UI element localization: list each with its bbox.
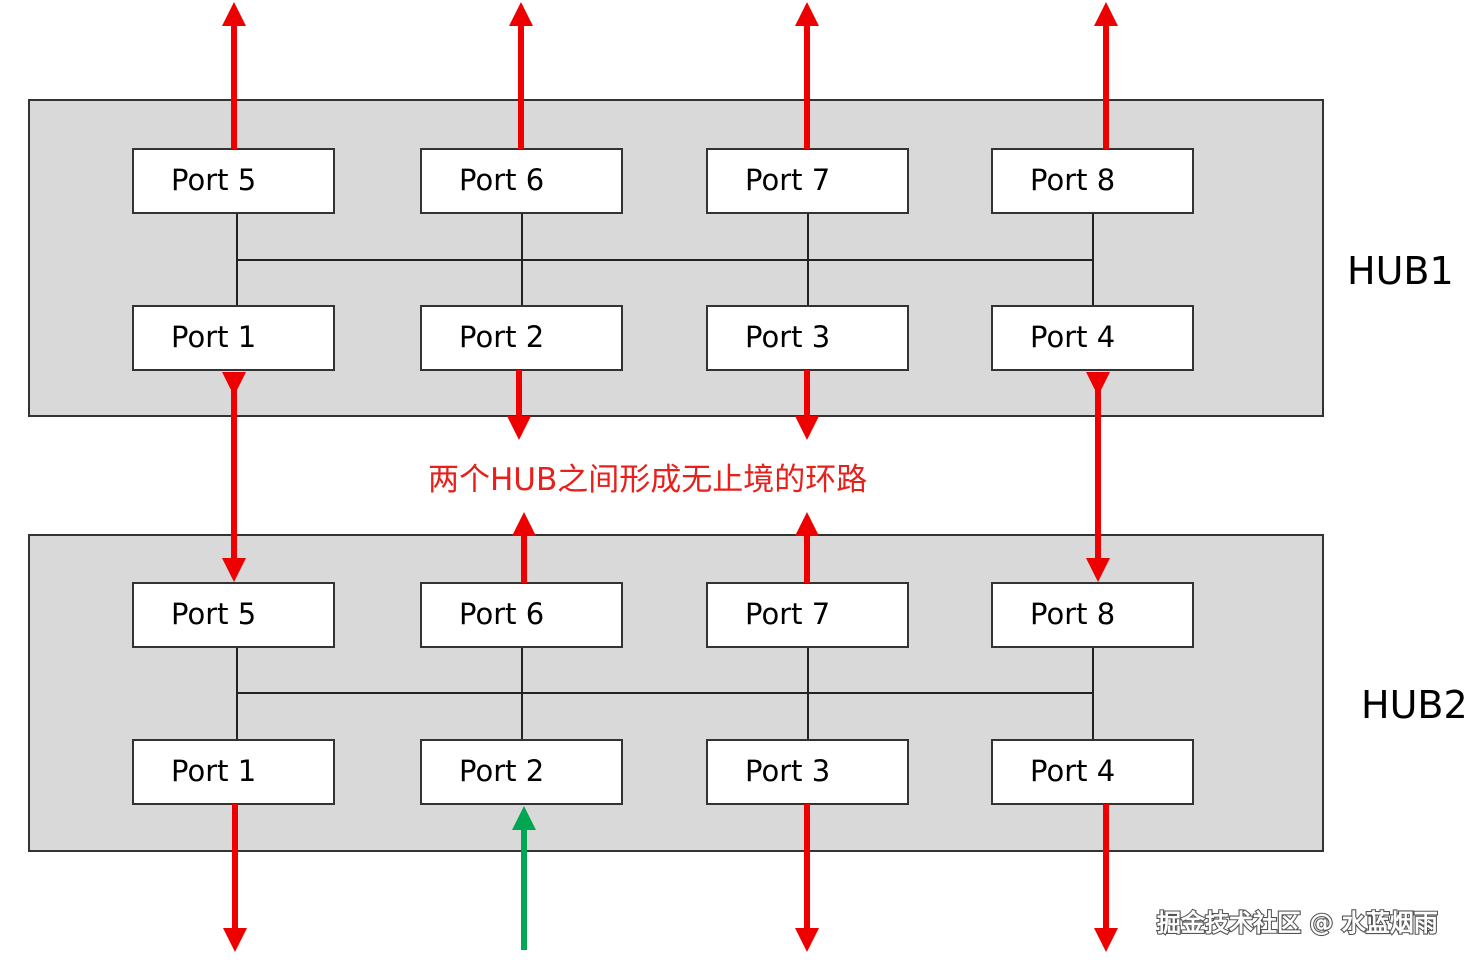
hub1-bus <box>236 213 1094 306</box>
port-label: Port 3 <box>745 320 830 354</box>
hub2-label: HUB2 <box>1361 683 1468 727</box>
hub1-port-6[interactable]: Port 6 <box>420 148 623 214</box>
hub2-bus <box>236 647 1094 740</box>
hub1-port-8[interactable]: Port 8 <box>991 148 1194 214</box>
port-label: Port 2 <box>459 754 544 788</box>
port-label: Port 2 <box>459 320 544 354</box>
broadcast-arrows <box>222 2 1118 952</box>
port-label: Port 8 <box>1030 163 1115 197</box>
hub1-port-3[interactable]: Port 3 <box>706 305 909 371</box>
port-label: Port 5 <box>171 163 256 197</box>
hub2: Port 5 Port 6 Port 7 Port 8 Port 1 Port … <box>28 534 1468 852</box>
port-label: Port 6 <box>459 163 544 197</box>
port-label: Port 8 <box>1030 597 1115 631</box>
watermark-text: 掘金技术社区 @ 水蓝烟雨 <box>1157 909 1438 937</box>
port-label: Port 4 <box>1030 754 1115 788</box>
hub2-port-2[interactable]: Port 2 <box>420 739 623 805</box>
port-label: Port 1 <box>171 320 256 354</box>
hub1-port-7[interactable]: Port 7 <box>706 148 909 214</box>
hub1-label: HUB1 <box>1347 249 1454 293</box>
port-label: Port 5 <box>171 597 256 631</box>
hub1-port-5[interactable]: Port 5 <box>132 148 335 214</box>
hub1-port-4[interactable]: Port 4 <box>991 305 1194 371</box>
hub2-port-5[interactable]: Port 5 <box>132 582 335 648</box>
hub1-port-1[interactable]: Port 1 <box>132 305 335 371</box>
hub2-port-1[interactable]: Port 1 <box>132 739 335 805</box>
port-label: Port 3 <box>745 754 830 788</box>
hub2-port-6[interactable]: Port 6 <box>420 582 623 648</box>
port-label: Port 7 <box>745 597 830 631</box>
hub2-port-4[interactable]: Port 4 <box>991 739 1194 805</box>
loop-caption: 两个HUB之间形成无止境的环路 <box>428 462 867 498</box>
hub2-port-3[interactable]: Port 3 <box>706 739 909 805</box>
port-label: Port 7 <box>745 163 830 197</box>
hub2-port-8[interactable]: Port 8 <box>991 582 1194 648</box>
port-label: Port 4 <box>1030 320 1115 354</box>
port-label: Port 1 <box>171 754 256 788</box>
hub1: Port 5 Port 6 Port 7 Port 8 Port 1 Port … <box>28 99 1454 417</box>
port-label: Port 6 <box>459 597 544 631</box>
hub1-port-2[interactable]: Port 2 <box>420 305 623 371</box>
hub2-port-7[interactable]: Port 7 <box>706 582 909 648</box>
